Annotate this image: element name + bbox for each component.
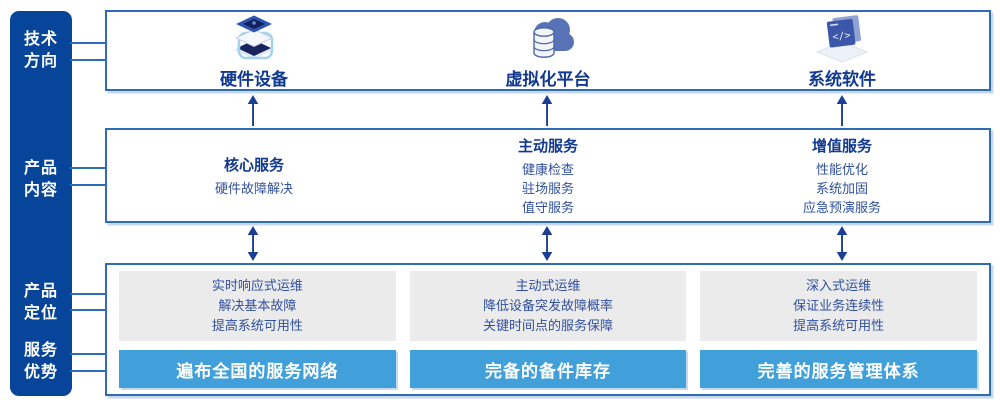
content-column-core: 核心服务 硬件故障解决 bbox=[107, 130, 401, 221]
advantage-bar: 完备的备件库存 bbox=[409, 350, 687, 388]
connector-line bbox=[70, 309, 106, 311]
advantage-bar: 遍布全国的服务网络 bbox=[119, 350, 396, 388]
code-window-icon: </> bbox=[813, 12, 871, 62]
position-column-proactive: 主动式运维 降低设备突发故障概率 关键时间点的服务保障 完备的备件库存 bbox=[409, 271, 687, 388]
connector-line bbox=[70, 353, 106, 355]
product-position-box: 实时响应式运维 解决基本故障 提高系统可用性 遍布全国的服务网络 主动式运维 降… bbox=[105, 263, 991, 396]
sidebar-label-product-position: 产品 定位 bbox=[23, 283, 58, 322]
service-title: 核心服务 bbox=[223, 156, 284, 174]
up-arrow bbox=[836, 95, 848, 126]
service-item: 性能优化 bbox=[815, 161, 868, 177]
position-line: 提高系统可用性 bbox=[211, 318, 303, 333]
tech-direction-box: 硬件设备 虚拟化平台 bbox=[105, 10, 991, 91]
sidebar-label-product-content: 产品 内容 bbox=[23, 160, 58, 199]
connector-line bbox=[70, 59, 106, 61]
position-panel: 深入式运维 保证业务连续性 提高系统可用性 bbox=[700, 271, 978, 341]
cloud-database-icon bbox=[520, 12, 576, 62]
content-column-value-added: 增值服务 性能优化 系统加固 应急预演服务 bbox=[695, 130, 989, 221]
sidebar: 技术 方向 产品 内容 产品 定位 服务 优势 bbox=[10, 11, 72, 396]
position-line: 解决基本故障 bbox=[218, 298, 297, 313]
connector-line bbox=[70, 167, 106, 169]
server-stack-icon bbox=[228, 12, 280, 62]
connector-line bbox=[70, 184, 106, 186]
service-title: 主动服务 bbox=[517, 137, 578, 155]
position-panel: 主动式运维 降低设备突发故障概率 关键时间点的服务保障 bbox=[409, 271, 687, 341]
double-arrow bbox=[836, 226, 848, 261]
connector-line bbox=[70, 370, 106, 372]
double-arrow bbox=[541, 226, 553, 261]
svg-text:</>: </> bbox=[832, 30, 851, 43]
service-title: 增值服务 bbox=[811, 137, 872, 155]
tech-column-system-software: </> 系统软件 bbox=[695, 12, 989, 90]
up-arrow bbox=[247, 95, 259, 126]
service-item: 值守服务 bbox=[521, 199, 574, 215]
tech-label: 系统软件 bbox=[808, 69, 876, 89]
tech-column-hardware: 硬件设备 bbox=[107, 12, 401, 90]
position-line: 实时响应式运维 bbox=[211, 278, 303, 293]
service-item: 驻场服务 bbox=[521, 180, 574, 196]
double-arrow bbox=[247, 226, 259, 261]
sidebar-label-service-advantage: 服务 优势 bbox=[23, 342, 58, 381]
tech-column-virtualization: 虚拟化平台 bbox=[401, 12, 695, 90]
position-panel: 实时响应式运维 解决基本故障 提高系统可用性 bbox=[119, 271, 396, 341]
position-line: 主动式运维 bbox=[515, 278, 581, 293]
service-item: 健康检查 bbox=[521, 161, 574, 177]
up-arrow bbox=[541, 95, 553, 126]
advantage-bar: 完善的服务管理体系 bbox=[700, 350, 978, 388]
sidebar-label-tech-direction: 技术 方向 bbox=[23, 31, 58, 70]
position-line: 深入式运维 bbox=[806, 278, 872, 293]
connector-line bbox=[70, 293, 106, 295]
position-column-deep: 深入式运维 保证业务连续性 提高系统可用性 完善的服务管理体系 bbox=[700, 271, 978, 388]
product-content-box: 核心服务 硬件故障解决 主动服务 健康检查 驻场服务 值守服务 增值服务 性能优… bbox=[105, 128, 991, 223]
position-column-realtime: 实时响应式运维 解决基本故障 提高系统可用性 遍布全国的服务网络 bbox=[119, 271, 396, 388]
connector-line bbox=[70, 42, 106, 44]
position-line: 保证业务连续性 bbox=[793, 298, 885, 313]
tech-label: 虚拟化平台 bbox=[505, 69, 591, 89]
content-column-active: 主动服务 健康检查 驻场服务 值守服务 bbox=[401, 130, 695, 221]
tech-label: 硬件设备 bbox=[220, 69, 288, 89]
position-line: 关键时间点的服务保障 bbox=[483, 318, 614, 333]
position-line: 降低设备突发故障概率 bbox=[483, 298, 614, 313]
position-line: 提高系统可用性 bbox=[793, 318, 885, 333]
service-item: 应急预演服务 bbox=[802, 199, 881, 215]
service-item: 系统加固 bbox=[815, 180, 868, 196]
service-item: 硬件故障解决 bbox=[214, 180, 293, 196]
